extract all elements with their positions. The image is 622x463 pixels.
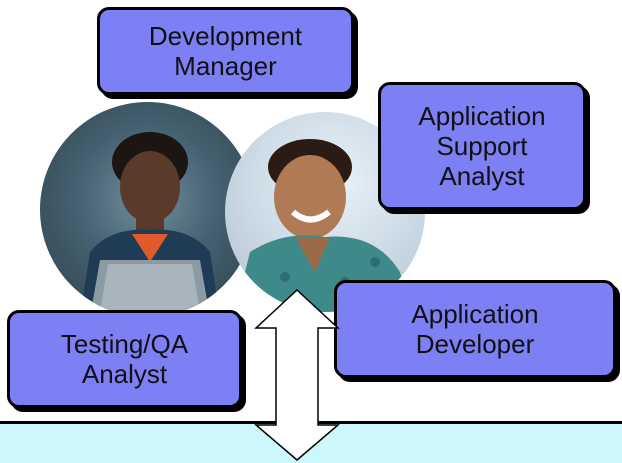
person-laptop-illustration: [80, 132, 220, 317]
testing-qa-analyst-label: Testing/QA Analyst: [60, 329, 189, 389]
application-support-analyst-label: Application Support Analyst: [418, 101, 546, 191]
application-developer-box: Application Developer: [334, 280, 616, 378]
testing-qa-analyst-box: Testing/QA Analyst: [7, 310, 242, 408]
photo-person-laptop: [40, 102, 255, 317]
development-manager-label: Development Manager: [148, 21, 303, 81]
development-manager-box: Development Manager: [97, 7, 354, 95]
application-developer-label: Application Developer: [411, 299, 539, 359]
application-support-analyst-box: Application Support Analyst: [378, 82, 586, 210]
